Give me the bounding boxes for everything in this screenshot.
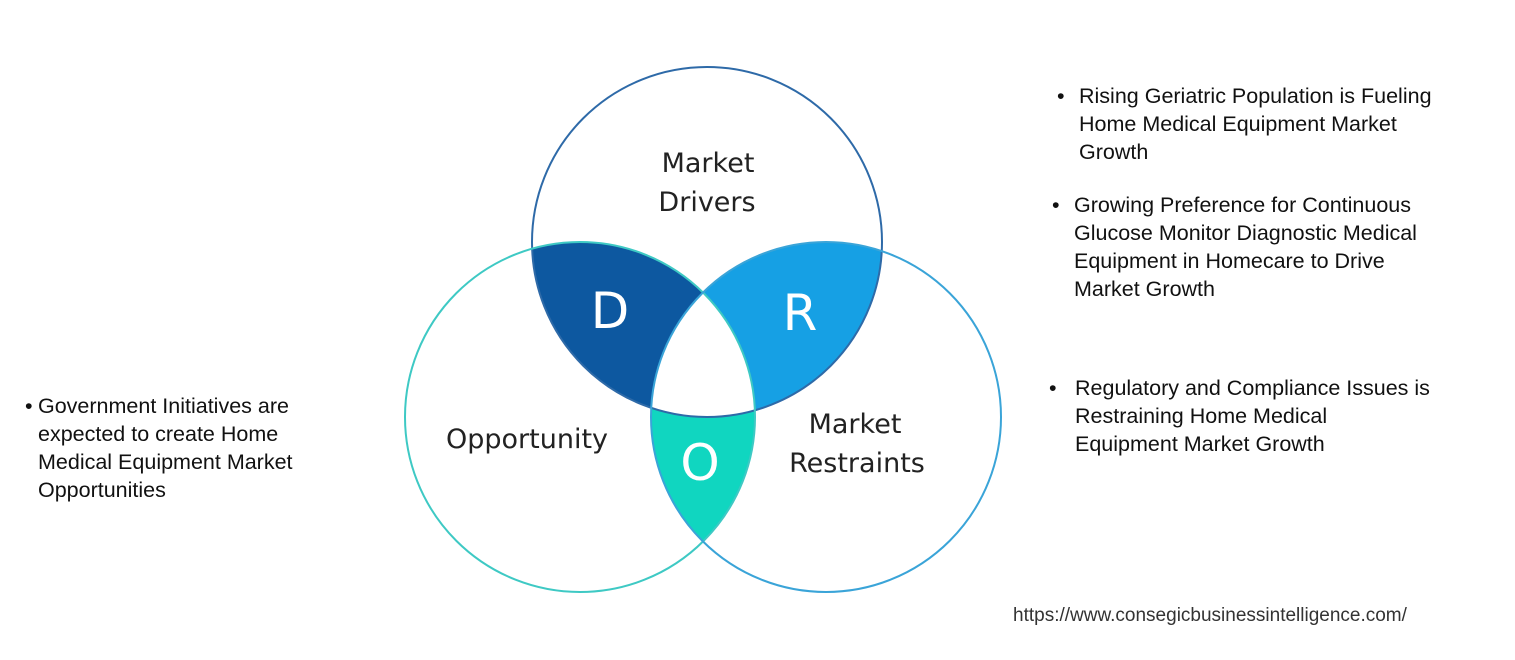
restraint-point-1-line-2: Restraining Home Medical <box>1075 404 1328 428</box>
drivers-circle <box>531 66 883 418</box>
intersection-r-letter: R <box>783 284 818 342</box>
restraints-label-line2: Restraints <box>789 448 925 479</box>
opportunity-circle <box>404 241 756 593</box>
opportunity-point-1-line-2: expected to create Home <box>38 422 279 446</box>
driver-point-2-line-3: Equipment in Homecare to Drive <box>1074 249 1385 273</box>
intersection-o-letter: O <box>680 434 719 492</box>
driver-point-2-line-4: Market Growth <box>1074 277 1215 301</box>
restraints-label-line1: Market <box>809 409 902 440</box>
restraints-circle <box>650 241 1002 593</box>
intersection-d-letter: D <box>591 282 630 340</box>
opportunity-label: Opportunity <box>446 424 608 455</box>
driver-point-2-line-1: Growing Preference for Continuous <box>1074 193 1412 217</box>
bullet-dot: • <box>1052 193 1060 217</box>
bullet-dot: • <box>1057 84 1065 108</box>
driver-point-2-line-2: Glucose Monitor Diagnostic Medical <box>1074 221 1417 245</box>
driver-point-1: • Rising Geriatric Population is Fueling… <box>1057 82 1499 166</box>
driver-point-1-line-1: Rising Geriatric Population is Fueling <box>1079 84 1432 108</box>
opportunity-point-1-line-1: Government Initiatives are <box>38 394 289 418</box>
opportunity-point-1: • Government Initiatives are expected to… <box>25 392 368 504</box>
restraint-point-1: • Regulatory and Compliance Issues is Re… <box>1049 374 1500 458</box>
restraint-point-1-line-3: Equipment Market Growth <box>1075 432 1325 456</box>
bullet-dot: • <box>1049 376 1057 400</box>
driver-point-1-line-2: Home Medical Equipment Market <box>1079 112 1397 136</box>
bullet-dot: • <box>25 394 33 418</box>
source-url: https://www.consegicbusinessintelligence… <box>1013 605 1407 626</box>
drivers-label-line1: Market <box>662 148 755 179</box>
opportunity-point-1-line-3: Medical Equipment Market <box>38 450 293 474</box>
drivers-label-line2: Drivers <box>658 187 755 218</box>
restraint-point-1-line-1: Regulatory and Compliance Issues is <box>1075 376 1430 400</box>
driver-point-2: • Growing Preference for Continuous Gluc… <box>1052 191 1499 303</box>
driver-point-1-line-3: Growth <box>1079 140 1149 164</box>
opportunity-point-1-line-4: Opportunities <box>38 478 166 502</box>
